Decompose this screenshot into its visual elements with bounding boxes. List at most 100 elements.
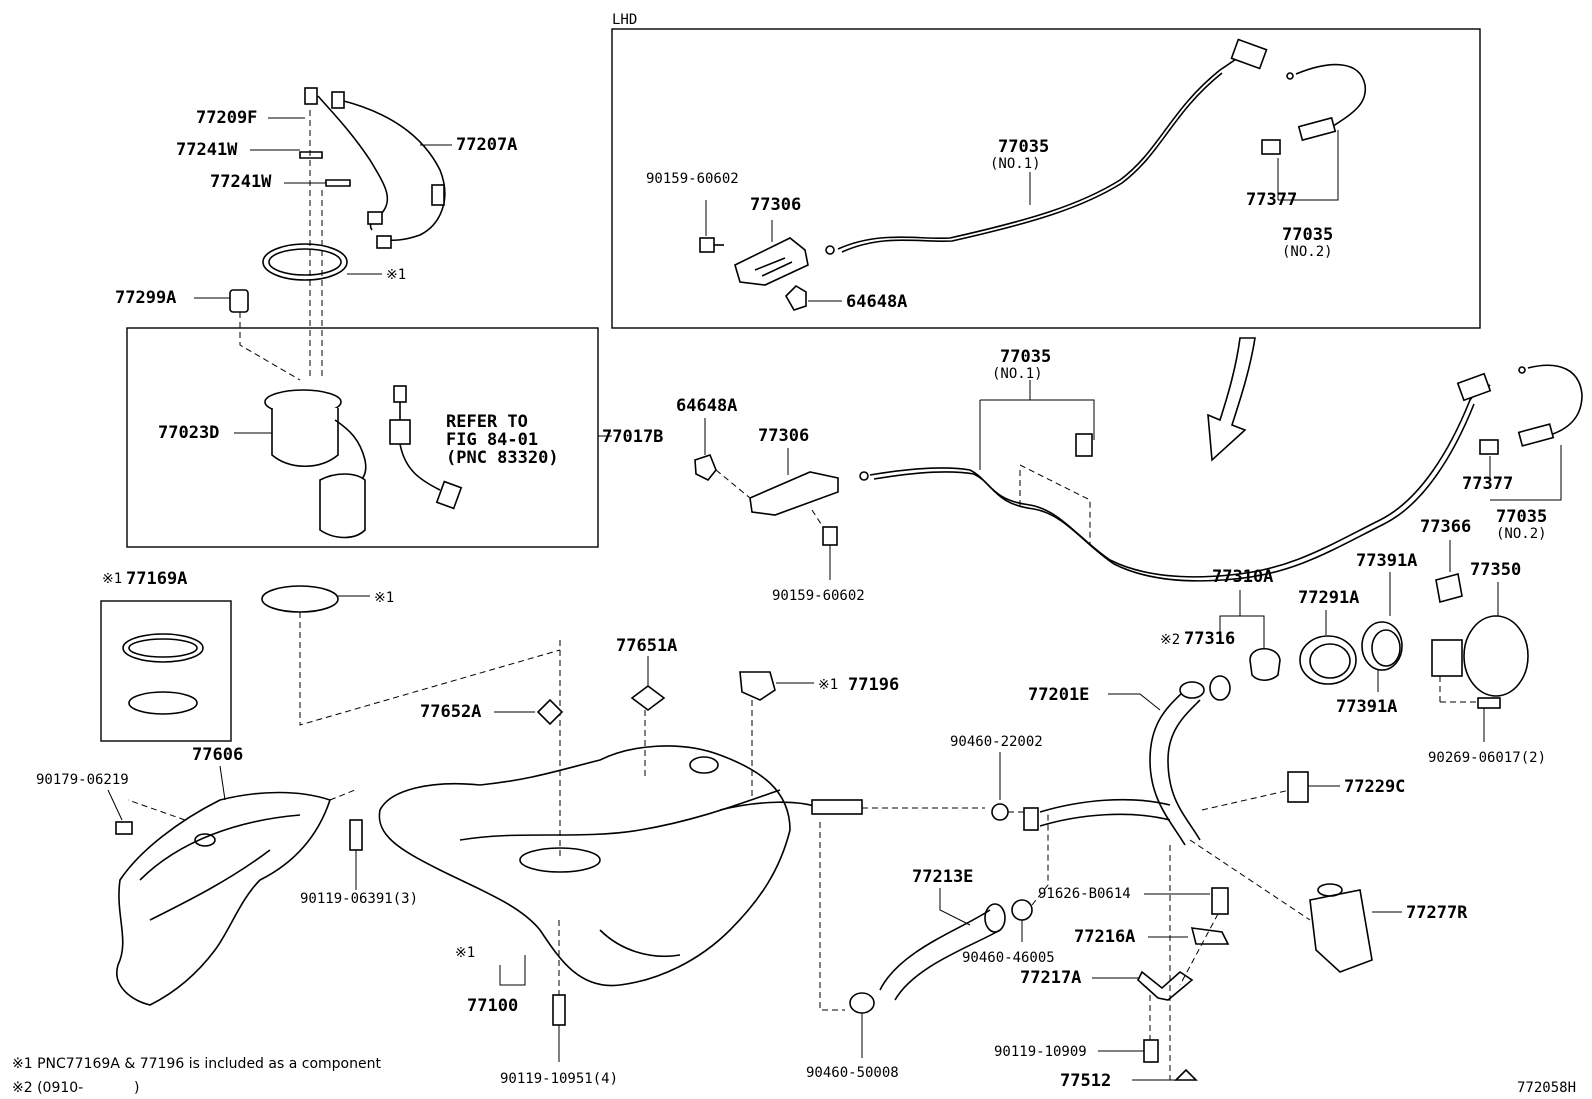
- part-77366: [1435, 572, 1463, 604]
- label-77606: 77606: [192, 745, 243, 765]
- fuel-door-77350: [1463, 615, 1529, 697]
- lhd-cable-no2: [1295, 63, 1367, 129]
- heat-shield-77606: 77606 90179-06219 90119-06391(3): [36, 745, 418, 1006]
- clamp-90460-50008: [849, 992, 875, 1014]
- lhd-label-64648A: 64648A: [846, 292, 907, 312]
- bolt-90119-06391: [349, 819, 363, 851]
- label-77277R: 77277R: [1406, 903, 1468, 923]
- marker-gasket-m1: ※1: [374, 590, 394, 606]
- label-77377-main: 77377: [1462, 474, 1513, 494]
- gasket-77316: [1209, 675, 1231, 701]
- footer-notes: ※1 PNC77169A & 77196 is included as a co…: [12, 1056, 1576, 1096]
- label-77299A: 77299A: [115, 288, 176, 308]
- clamp-77241W-a: [299, 151, 323, 159]
- bolt-90119-10909: [1143, 1039, 1159, 1063]
- marker-lockring-m1: ※1: [386, 267, 406, 283]
- label-77035-main2: 77035: [1496, 507, 1547, 527]
- marker-tank-m1: ※1: [455, 945, 475, 961]
- nut-90179: [115, 821, 133, 835]
- refer-line-1: REFER TO: [446, 412, 528, 432]
- protector-77277R: [1309, 889, 1373, 973]
- label-77291A: 77291A: [1298, 588, 1359, 608]
- note-1: ※1 PNC77169A & 77196 is included as a co…: [12, 1056, 381, 1072]
- pad-77652A: [536, 698, 564, 726]
- handle-77306-main: [749, 471, 839, 516]
- clip-64648A-main: [694, 454, 717, 482]
- lhd-opener-handle: [734, 237, 809, 286]
- label-77213E: 77213E: [912, 867, 973, 887]
- label-77241W-a: 77241W: [176, 140, 238, 160]
- filler-group: 77366 77391A 77391A 77350 90269-06017(2)…: [806, 517, 1546, 1091]
- lhd-77377-part: [1261, 139, 1281, 155]
- cable-clamp: [1075, 433, 1093, 457]
- label-77512: 77512: [1060, 1071, 1111, 1091]
- label-77169A: 77169A: [126, 569, 187, 589]
- refer-line-2: FIG 84-01: [446, 430, 538, 450]
- label-77035-main: 77035: [1000, 347, 1051, 367]
- label-90159-main: 90159-60602: [772, 588, 865, 604]
- ring-77291A: [1299, 635, 1357, 685]
- clamp-90460-46005: [1011, 899, 1033, 921]
- valve-77196: [739, 671, 776, 701]
- label-91626: 91626-B0614: [1038, 886, 1131, 902]
- lhd-bolt-90159: [699, 237, 724, 253]
- tank-top-parts: 77652A 77651A ※1 77196 64648A 77306 9015…: [420, 396, 899, 726]
- lhd-label-90159: 90159-60602: [646, 171, 739, 187]
- label-90460-50008: 90460-50008: [806, 1065, 899, 1081]
- label-77391A-bot: 77391A: [1336, 697, 1397, 717]
- bolt-90159-main: [822, 526, 838, 546]
- gasket-ring: [261, 585, 339, 613]
- label-77316: 77316: [1184, 629, 1235, 649]
- label-90119-06391: 90119-06391(3): [300, 891, 418, 907]
- lhd-cable-end-clip: [1230, 38, 1268, 70]
- marker-77196-m1: ※1: [818, 677, 838, 693]
- lhd-label-77306: 77306: [750, 195, 801, 215]
- marker-77169A-m1: ※1: [102, 571, 122, 587]
- lhd-label-77035-b: 77035: [1282, 225, 1333, 245]
- group-77169A: ※1 77169A ※1: [100, 569, 561, 742]
- hose-77213E: [879, 909, 1001, 1001]
- ring-77391A: [1361, 621, 1403, 671]
- label-90179: 90179-06219: [36, 772, 129, 788]
- lhd-label-77377: 77377: [1246, 190, 1297, 210]
- lhd-label-77035-no2: (NO.2): [1282, 244, 1333, 260]
- screw-90269: [1477, 697, 1501, 709]
- label-77201E: 77201E: [1028, 685, 1089, 705]
- lhd-inset: LHD 90159-60602 77306 64648A 77035: [611, 12, 1481, 329]
- fuel-door-hinge: [1431, 639, 1463, 677]
- fuel-cap-77310A: [1249, 647, 1281, 682]
- lhd-release-cable: [837, 49, 1246, 250]
- label-90460-46005: 90460-46005: [962, 950, 1055, 966]
- note-2: ※2 (0910-: [12, 1080, 83, 1096]
- label-77035-main2-no2: (NO.2): [1496, 526, 1547, 542]
- label-77207A: 77207A: [456, 135, 517, 155]
- label-90269: 90269-06017(2): [1428, 750, 1546, 766]
- figure-number: 772058H: [1517, 1080, 1576, 1096]
- label-77100: 77100: [467, 996, 518, 1016]
- lhd-inset-frame: [611, 28, 1481, 329]
- bolt-91626: [1211, 887, 1229, 915]
- lock-ring: [262, 243, 348, 281]
- fuel-pump-module-77023D: [264, 389, 367, 539]
- clamp-90460-22002: [991, 803, 1009, 821]
- label-77035-main-no1: (NO.1): [992, 366, 1043, 382]
- label-77391A-top: 77391A: [1356, 551, 1417, 571]
- box-77169A: [100, 600, 232, 742]
- label-77366: 77366: [1420, 517, 1471, 537]
- label-64648A-main: 64648A: [676, 396, 737, 416]
- label-77652A: 77652A: [420, 702, 481, 722]
- label-77216A: 77216A: [1074, 927, 1135, 947]
- fuel-tube-77207A: [317, 95, 389, 231]
- tank-filler-neck: [811, 799, 863, 815]
- lhd-clip-64648A: [785, 284, 807, 311]
- label-77350: 77350: [1470, 560, 1521, 580]
- pad-77651A: [630, 685, 666, 711]
- main-release-cable: 77035 (NO.1) 77377 77035 (NO.2): [859, 347, 1583, 582]
- lhd-inset-title: LHD: [612, 12, 637, 28]
- note-2-close: ): [134, 1080, 139, 1096]
- label-90119-10909: 90119-10909: [994, 1044, 1087, 1060]
- label-77229C: 77229C: [1344, 777, 1405, 797]
- lhd-label-77035-no1: (NO.1): [990, 156, 1041, 172]
- label-90460-22002: 90460-22002: [950, 734, 1043, 750]
- refer-line-3: (PNC 83320): [446, 448, 559, 468]
